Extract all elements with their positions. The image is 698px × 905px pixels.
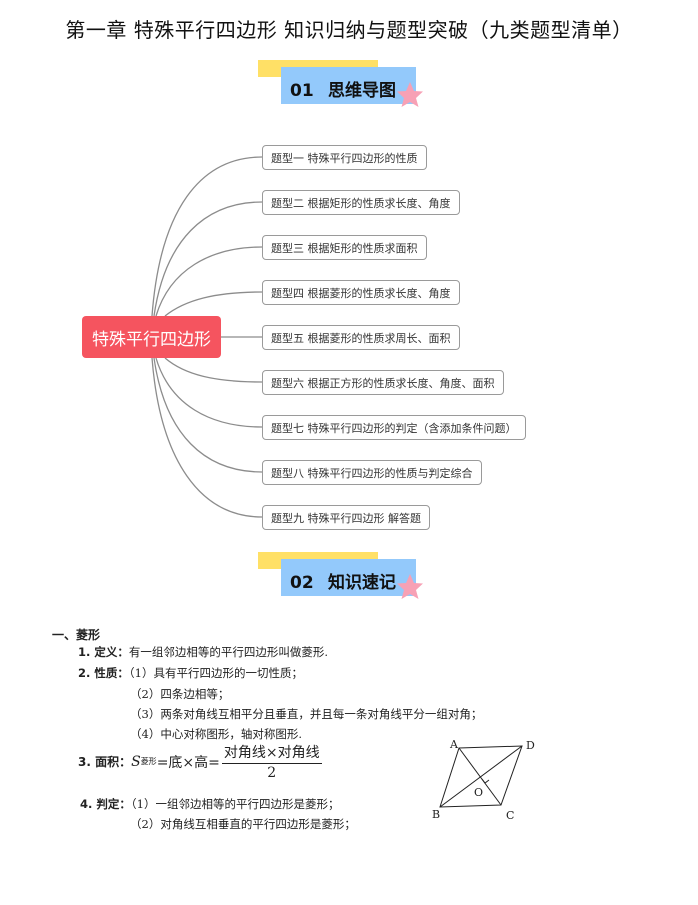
property-line: 2. 性质：（1）具有平行四边形的一切性质； bbox=[78, 666, 303, 680]
mind-map-node: 题型二 根据矩形的性质求长度、角度 bbox=[262, 190, 460, 215]
rhombus-figure: A D B C O bbox=[432, 740, 535, 822]
svg-text:A: A bbox=[449, 740, 459, 751]
svg-text:C: C bbox=[506, 809, 514, 822]
property-line: （2）四条边相等； bbox=[130, 687, 230, 701]
criteria-line: 4. 判定：（1）一组邻边相等的平行四边形是菱形； bbox=[80, 797, 340, 811]
star-icon bbox=[397, 574, 423, 599]
mind-map-node: 题型四 根据菱形的性质求长度、角度 bbox=[262, 280, 460, 305]
area-fraction: 对角线×对角线 2 bbox=[221, 742, 322, 781]
section-heading: 一、菱形 bbox=[52, 628, 101, 642]
svg-text:B: B bbox=[432, 808, 440, 821]
banner-blue-block bbox=[281, 559, 416, 596]
banner-blue-block bbox=[281, 67, 416, 104]
mind-map-node: 题型一 特殊平行四边形的性质 bbox=[262, 145, 427, 170]
star-icon bbox=[397, 82, 423, 107]
mind-map: 特殊平行四边形 题型一 特殊平行四边形的性质 题型二 根据矩形的性质求长度、角度… bbox=[0, 130, 698, 550]
definition-line: 1. 定义：有一组邻边相等的平行四边形叫做菱形. bbox=[78, 645, 329, 659]
criteria-line: （2）对角线互相垂直的平行四边形是菱形； bbox=[130, 817, 356, 831]
svg-text:D: D bbox=[526, 740, 535, 752]
mind-map-node: 题型八 特殊平行四边形的性质与判定综合 bbox=[262, 460, 482, 485]
page-title: 第一章 特殊平行四边形 知识归纳与题型突破（九类题型清单） bbox=[65, 18, 633, 42]
mind-map-node: 题型七 特殊平行四边形的判定（含添加条件问题） bbox=[262, 415, 526, 440]
mind-map-node: 题型三 根据矩形的性质求面积 bbox=[262, 235, 427, 260]
mind-map-node: 题型六 根据正方形的性质求长度、角度、面积 bbox=[262, 370, 504, 395]
mind-map-node: 题型五 根据菱形的性质求周长、面积 bbox=[262, 325, 460, 350]
svg-text:O: O bbox=[474, 786, 483, 799]
mind-map-connectors bbox=[151, 156, 263, 518]
property-line: （4）中心对称图形，轴对称图形. bbox=[130, 727, 302, 741]
mind-map-root: 特殊平行四边形 bbox=[82, 316, 221, 358]
property-line: （3）两条对角线互相平分且垂直，并且每一条对角线平分一组对角； bbox=[130, 707, 483, 721]
mind-map-node: 题型九 特殊平行四边形 解答题 bbox=[262, 505, 430, 530]
